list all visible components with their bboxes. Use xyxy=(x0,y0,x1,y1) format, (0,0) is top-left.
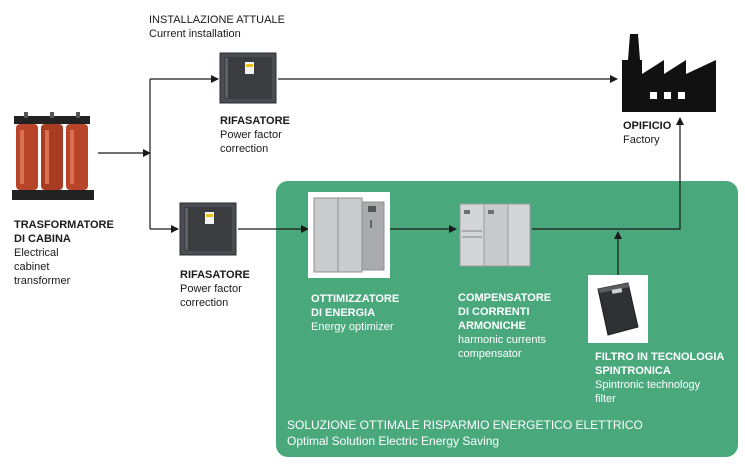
optimizer-subtitle: Energy optimizer xyxy=(311,321,394,333)
compensator-title-1: COMPENSATORE xyxy=(458,292,552,304)
pfc-top-label: RIFASATORE Power factor correction xyxy=(220,114,290,156)
transformer-sub-2: cabinet xyxy=(14,261,50,273)
transformer-sub-1: Electrical xyxy=(14,247,59,259)
compensator-image xyxy=(459,203,531,267)
pfc-bottom-label: RIFASATORE Power factor correction xyxy=(180,268,250,310)
pfc-bottom-title: RIFASATORE xyxy=(180,269,250,281)
optimizer-title-1: OTTIMIZZATORE xyxy=(311,293,400,305)
filter-photo-frame xyxy=(588,275,648,343)
factory-icon xyxy=(622,34,716,112)
filter-sub-2: filter xyxy=(595,393,616,405)
filter-sub-1: Spintronic technology xyxy=(595,379,701,391)
pfc-top-title: RIFASATORE xyxy=(220,115,290,127)
pfc-top-image xyxy=(219,52,277,104)
compensator-title-2: DI CORRENTI xyxy=(458,306,530,318)
current-installation-subtitle: Current installation xyxy=(149,28,241,40)
solution-title: SOLUZIONE OTTIMALE RISPARMIO ENERGETICO … xyxy=(287,418,643,432)
current-installation-label: INSTALLAZIONE ATTUALE Current installati… xyxy=(149,13,285,41)
compensator-label: COMPENSATORE DI CORRENTI ARMONICHE harmo… xyxy=(458,291,551,361)
pfc-bottom-sub-1: Power factor xyxy=(180,283,242,295)
transformer-sub-3: transformer xyxy=(14,275,71,287)
compensator-sub-2: compensator xyxy=(458,348,522,360)
pfc-bottom-image xyxy=(179,202,237,256)
factory-subtitle: Factory xyxy=(623,134,660,146)
optimizer-title-2: DI ENERGIA xyxy=(311,307,376,319)
solution-subtitle: Optimal Solution Electric Energy Saving xyxy=(287,434,500,448)
factory-label: OPIFICIO Factory xyxy=(623,119,671,147)
filter-image xyxy=(597,282,639,336)
filter-title-1: FILTRO IN TECNOLOGIA xyxy=(595,351,725,363)
solution-label: SOLUZIONE OTTIMALE RISPARMIO ENERGETICO … xyxy=(287,417,643,449)
compensator-title-3: ARMONICHE xyxy=(458,320,526,332)
compensator-sub-1: harmonic currents xyxy=(458,334,547,346)
filter-title-2: SPINTRONICA xyxy=(595,365,671,377)
transformer-label: TRASFORMATORE DI CABINA Electrical cabin… xyxy=(14,218,114,288)
optimizer-photo-frame xyxy=(308,192,390,278)
wire-compensator-to-factory xyxy=(532,117,684,230)
factory-title: OPIFICIO xyxy=(623,120,672,132)
pfc-top-sub-1: Power factor xyxy=(220,129,282,141)
pfc-top-sub-2: correction xyxy=(220,143,269,155)
pfc-bottom-sub-2: correction xyxy=(180,297,229,309)
optimizer-image xyxy=(313,197,385,273)
transformer-title-2: DI CABINA xyxy=(14,233,71,245)
current-installation-title: INSTALLAZIONE ATTUALE xyxy=(149,14,285,26)
filter-label: FILTRO IN TECNOLOGIA SPINTRONICA Spintro… xyxy=(595,350,724,406)
transformer-title-1: TRASFORMATORE xyxy=(14,219,114,231)
transformer-image xyxy=(12,112,94,200)
optimizer-label: OTTIMIZZATORE DI ENERGIA Energy optimize… xyxy=(311,292,399,334)
